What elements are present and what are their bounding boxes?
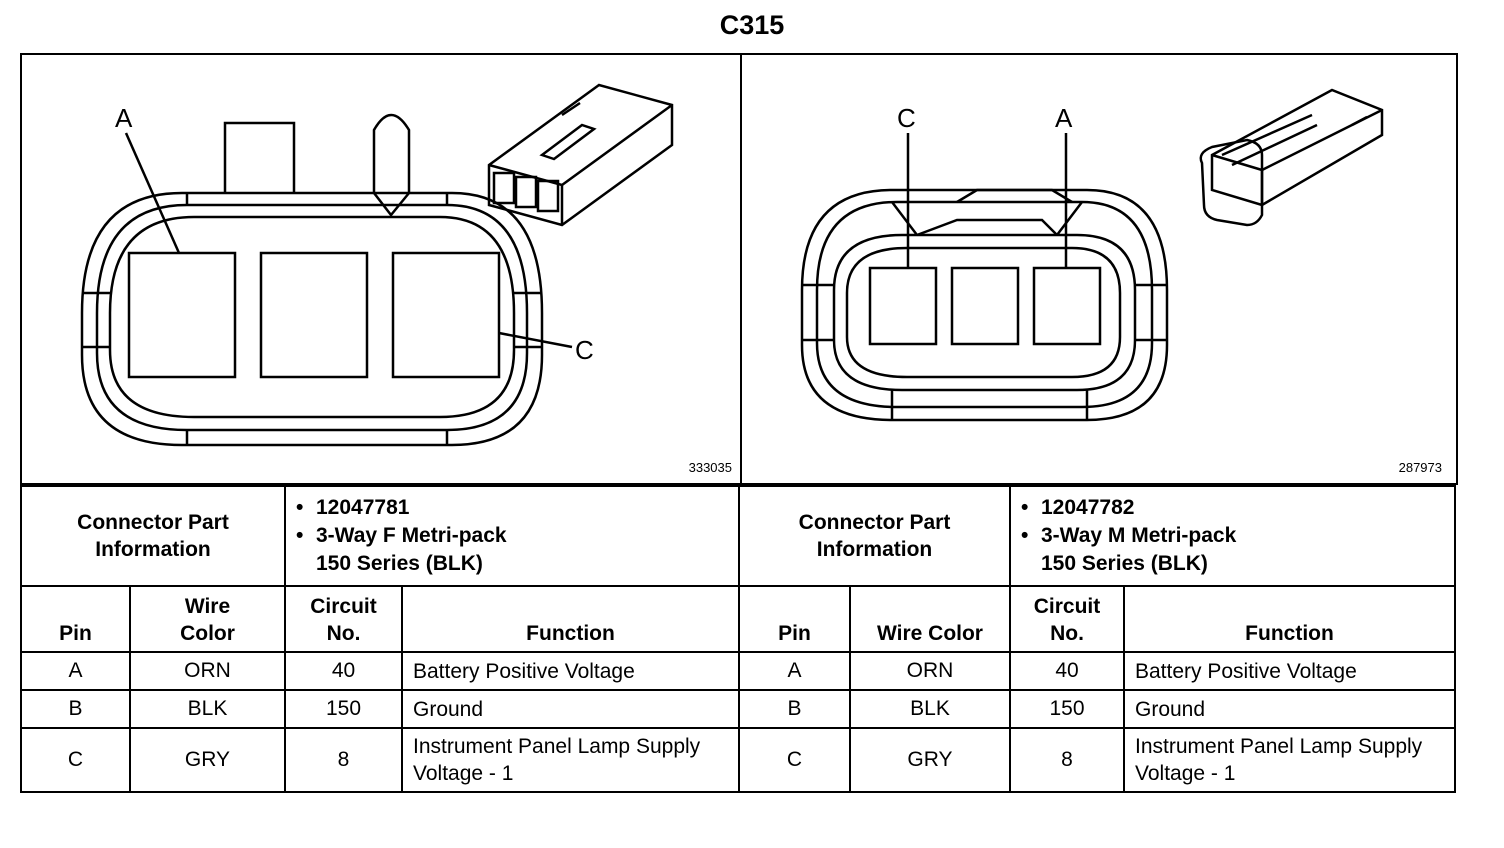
figure-number: 287973 xyxy=(1398,460,1442,475)
connector-type: 3-Way F Metri-pack xyxy=(316,524,507,547)
pin-header: Pin xyxy=(738,585,851,653)
connector-series: 150 Series (BLK) xyxy=(1041,552,1208,575)
left-connector-table: Connector Part Information •12047781 •3-… xyxy=(20,485,740,793)
circuit-header: Circuit No. xyxy=(1009,585,1125,653)
pin-label-a: A xyxy=(115,103,133,133)
connector-part-info: •12047781 •3-Way F Metri-pack 150 Series… xyxy=(284,485,740,587)
male-connector-face-drawing: C A xyxy=(800,88,1384,422)
pin-label-a: A xyxy=(1055,103,1073,133)
part-number: 12047781 xyxy=(316,496,410,519)
connector-part-info: •12047782 •3-Way M Metri-pack 150 Series… xyxy=(1009,485,1456,587)
circuit-header: Circuit No. xyxy=(284,585,403,653)
part-number: 12047782 xyxy=(1041,496,1135,519)
connector-part-info-label: Connector Part Information xyxy=(738,485,1011,587)
function-header: Function xyxy=(1123,585,1456,653)
pin-label-c: C xyxy=(897,103,916,133)
connector-part-info-label: Connector Part Information xyxy=(20,485,286,587)
right-connector-table: Connector Part Information •12047782 •3-… xyxy=(738,485,1456,793)
wire-color-header: Wire Color xyxy=(129,585,286,653)
pin-label-c: C xyxy=(575,335,594,365)
figure-number: 333035 xyxy=(688,460,732,475)
connector-type: 3-Way M Metri-pack xyxy=(1041,524,1237,547)
connector-title: C315 xyxy=(719,10,785,40)
wire-color-header: Wire Color xyxy=(849,585,1011,653)
function-header: Function xyxy=(401,585,740,653)
pin-header: Pin xyxy=(20,585,131,653)
female-connector-face-drawing: A C xyxy=(80,83,674,447)
right-connector-drawing: C A 287973 xyxy=(740,53,1458,485)
connector-series: 150 Series (BLK) xyxy=(316,552,483,575)
left-connector-drawing: A C 333035 xyxy=(20,53,742,485)
